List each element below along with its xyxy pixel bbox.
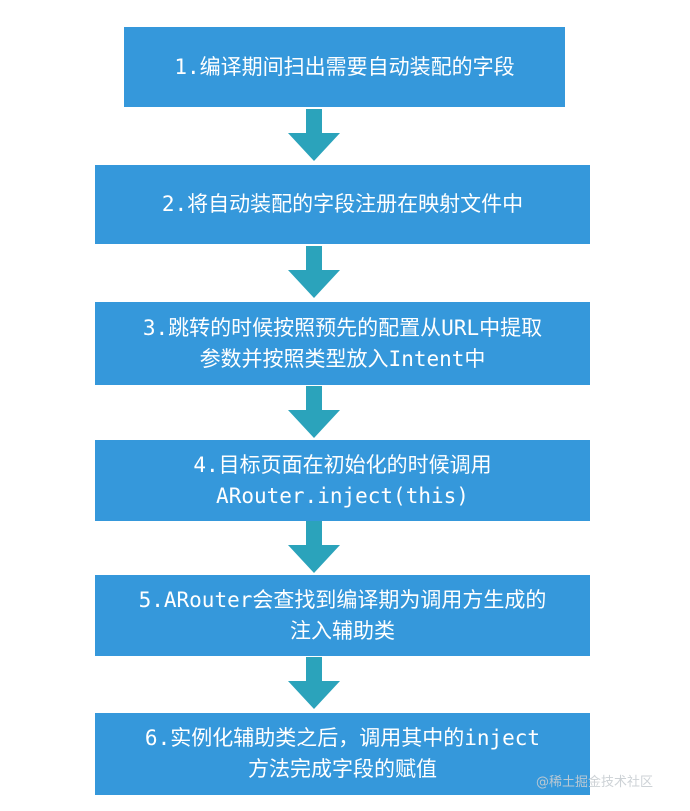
step-5-box: 5.ARouter会查找到编译期为调用方生成的注入辅助类 <box>95 575 590 656</box>
arrow-down-icon <box>288 109 340 161</box>
step-5-line-2: 注入辅助类 <box>289 618 395 643</box>
arrow-down-icon <box>288 386 340 438</box>
arrow-down-icon <box>288 657 340 709</box>
step-2-box: 2.将自动装配的字段注册在映射文件中 <box>95 165 590 244</box>
step-1-text: 1.编译期间扫出需要自动装配的字段 <box>174 54 515 79</box>
step-1-box: 1.编译期间扫出需要自动装配的字段 <box>124 27 565 107</box>
step-4-line-2: ARouter.inject(this) <box>216 483 469 508</box>
step-3-box: 3.跳转的时候按照预先的配置从URL中提取参数并按照类型放入Intent中 <box>95 302 590 385</box>
arrow-down-icon <box>288 246 340 298</box>
step-2-text: 2.将自动装配的字段注册在映射文件中 <box>161 192 524 216</box>
step-3-line-1: 3.跳转的时候按照预先的配置从URL中提取 <box>142 315 543 340</box>
step-6-line-1: 6.实例化辅助类之后，调用其中的inject <box>144 726 541 750</box>
arrow-down-icon <box>288 521 340 573</box>
step-6-line-2: 方法完成字段的赋值 <box>248 757 437 781</box>
step-6-box: 6.实例化辅助类之后，调用其中的inject 方法完成字段的赋值 <box>95 713 590 795</box>
step-4-line-1: 4.目标页面在初始化的时候调用 <box>193 452 492 477</box>
step-4-box: 4.目标页面在初始化的时候调用 ARouter.inject(this) <box>95 440 590 521</box>
step-3-line-2: 参数并按照类型放入Intent中 <box>199 346 486 371</box>
step-5-line-1: 5.ARouter会查找到编译期为调用方生成的 <box>138 587 547 612</box>
watermark: @稀土掘金技术社区 <box>536 775 654 790</box>
